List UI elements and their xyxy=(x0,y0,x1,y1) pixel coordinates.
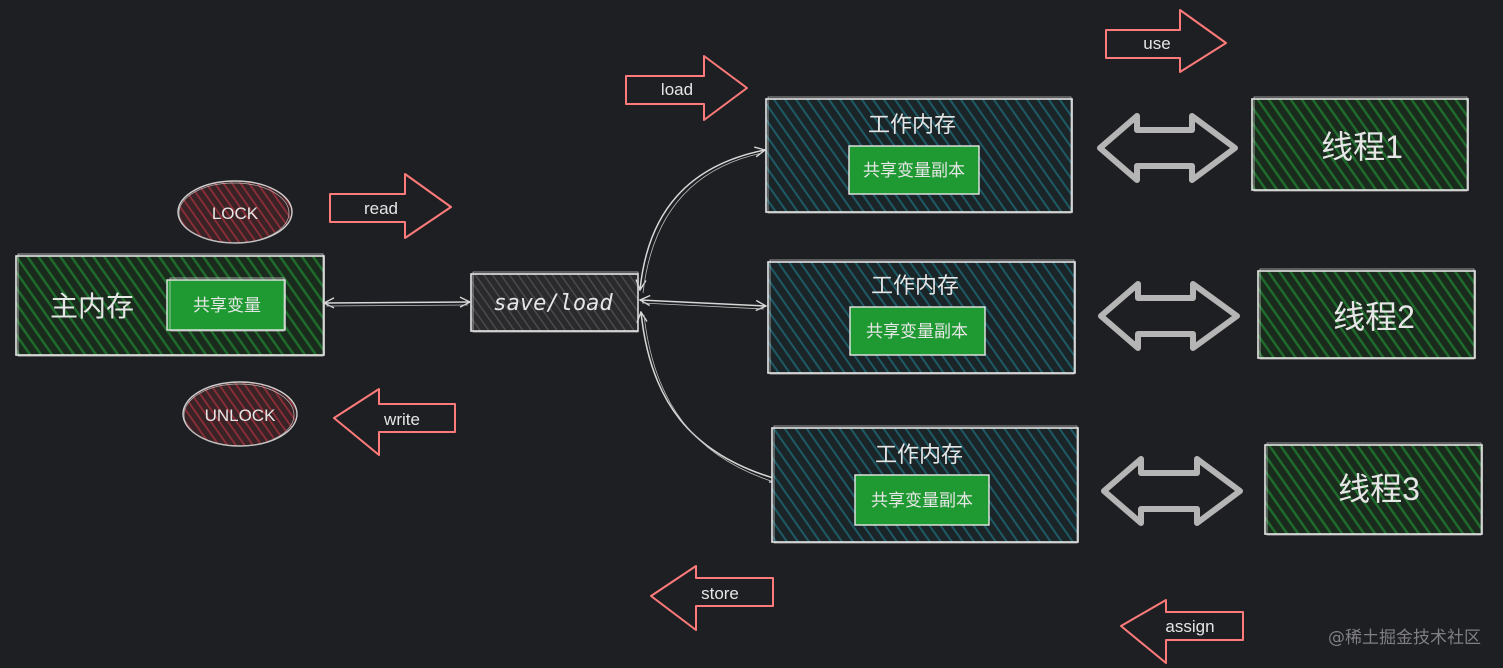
save-load-label: save/load xyxy=(493,291,613,316)
main-to-hub-connector xyxy=(324,302,470,306)
work-memory-box-2: 工作内存 共享变量副本 xyxy=(767,259,1076,375)
assign-label: assign xyxy=(1165,617,1214,636)
store-arrow: store xyxy=(650,565,774,631)
thread-2-label: 线程2 xyxy=(1333,299,1415,335)
load-arrow: load xyxy=(625,55,748,121)
thread-1-label: 线程1 xyxy=(1321,129,1403,165)
unlock-ellipse: UNLOCK xyxy=(182,381,298,447)
save-load-box: save/load xyxy=(470,271,639,333)
use-arrow: use xyxy=(1105,9,1227,73)
thread-box-2: 线程2 xyxy=(1257,268,1476,360)
work-memory-2-title: 工作内存 xyxy=(871,273,959,298)
double-arrow-2 xyxy=(1098,281,1240,351)
work-memory-1-copy: 共享变量副本 xyxy=(863,161,965,180)
write-arrow: write xyxy=(333,388,456,456)
lock-ellipse: LOCK xyxy=(177,180,293,244)
work-memory-1-title: 工作内存 xyxy=(868,112,956,137)
work-memory-3-copy: 共享变量副本 xyxy=(871,491,973,510)
unlock-label: UNLOCK xyxy=(205,406,277,425)
double-arrow-3 xyxy=(1101,456,1243,526)
read-label: read xyxy=(364,199,398,218)
load-label: load xyxy=(661,80,693,99)
write-label: write xyxy=(383,410,420,429)
thread-3-label: 线程3 xyxy=(1338,471,1420,507)
store-label: store xyxy=(701,584,739,603)
work-memory-box-3: 工作内存 共享变量副本 xyxy=(771,425,1079,544)
hub-to-work-memory-2-connector xyxy=(640,300,766,309)
thread-box-3: 线程3 xyxy=(1264,442,1483,536)
work-memory-3-title: 工作内存 xyxy=(875,442,963,467)
use-label: use xyxy=(1143,34,1170,53)
hub-to-work-memory-1-connector xyxy=(640,150,765,294)
main-memory-box: 主内存 共享变量 xyxy=(15,253,325,357)
lock-label: LOCK xyxy=(212,204,259,223)
double-arrow-1 xyxy=(1097,113,1238,183)
assign-arrow: assign xyxy=(1120,599,1244,664)
main-memory-title: 主内存 xyxy=(50,291,134,322)
shared-variable-box: 共享变量 xyxy=(166,277,286,332)
thread-box-1: 线程1 xyxy=(1251,96,1469,192)
shared-variable-label: 共享变量 xyxy=(193,296,261,315)
read-arrow: read xyxy=(329,173,452,239)
watermark: @稀土掘金技术社区 xyxy=(1328,628,1481,648)
hub-to-work-memory-3-connector xyxy=(641,312,780,484)
work-memory-box-1: 工作内存 共享变量副本 xyxy=(765,96,1073,214)
work-memory-2-copy: 共享变量副本 xyxy=(866,322,968,341)
